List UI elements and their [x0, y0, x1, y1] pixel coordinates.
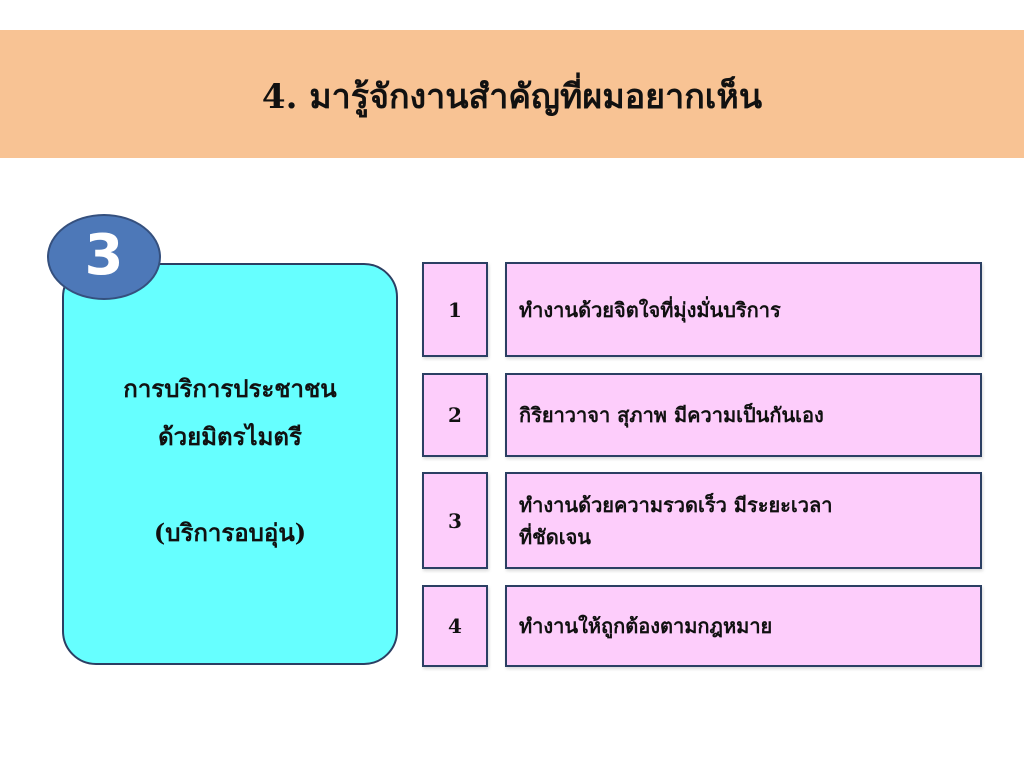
item-text-box-2: กิริยาวาจา สุภาพ มีความเป็นกันเอง	[505, 373, 982, 457]
number-badge: 3	[47, 214, 161, 300]
item-text-3: ทำงานด้วยความรวดเร็ว มีระยะเวลา ที่ชัดเจ…	[519, 489, 832, 553]
item-text-box-3: ทำงานด้วยความรวดเร็ว มีระยะเวลา ที่ชัดเจ…	[505, 472, 982, 569]
item-number-3: 3	[422, 472, 488, 569]
item-text-box-4: ทำงานให้ถูกต้องตามกฎหมาย	[505, 585, 982, 667]
main-card: การบริการประชาชน ด้วยมิตรไมตรี (บริการอบ…	[62, 263, 398, 665]
item-text-2: กิริยาวาจา สุภาพ มีความเป็นกันเอง	[519, 403, 824, 427]
item-number-1: 1	[422, 262, 488, 357]
slide-title: 4. มารู้จักงานสำคัญที่ผมอยากเห็น	[261, 77, 763, 117]
item-text-3-line-2: ที่ชัดเจน	[519, 524, 591, 549]
item-number-2: 2	[422, 373, 488, 457]
main-card-text: การบริการประชาชน ด้วยมิตรไมตรี (บริการอบ…	[64, 365, 396, 557]
item-number-4: 4	[422, 585, 488, 667]
item-text-4: ทำงานให้ถูกต้องตามกฎหมาย	[519, 614, 773, 638]
main-card-line-1: การบริการประชาชน	[123, 374, 337, 403]
main-card-line-3: (บริการอบอุ่น)	[153, 518, 307, 547]
item-text-box-1: ทำงานด้วยจิตใจที่มุ่งมั่นบริการ	[505, 262, 982, 357]
item-text-3-line-1: ทำงานด้วยความรวดเร็ว มีระยะเวลา	[519, 492, 833, 517]
main-card-line-2: ด้วยมิตรไมตรี	[158, 422, 302, 451]
number-badge-label: 3	[84, 223, 124, 288]
main-card-spacer	[64, 461, 396, 509]
header-band: 4. มารู้จักงานสำคัญที่ผมอยากเห็น	[0, 30, 1024, 158]
item-text-1: ทำงานด้วยจิตใจที่มุ่งมั่นบริการ	[519, 297, 781, 322]
